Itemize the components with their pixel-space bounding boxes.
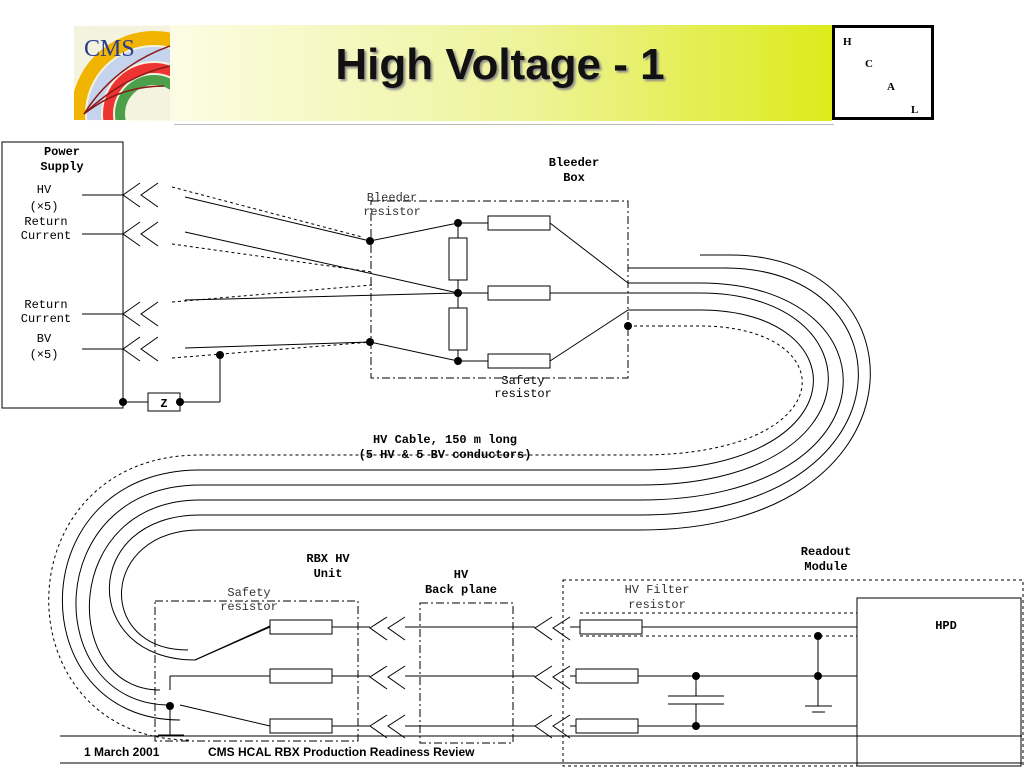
- hv-filter-resistor-3: [575, 718, 639, 734]
- hcal-letter-a: A: [887, 81, 895, 93]
- bleeder-box-label-1: Bleeder: [549, 156, 599, 170]
- safety-resistor-top-1: [487, 215, 551, 231]
- page-title: High Voltage - 1: [335, 40, 665, 89]
- hv-back-plane-box: [419, 602, 514, 744]
- safety-resistor-top-label-1: Safety: [501, 374, 544, 388]
- safety-resistor-bottom-1: [269, 619, 333, 635]
- connector-bv-1: [122, 336, 159, 362]
- return-current-2-line1: Return: [24, 298, 67, 312]
- hv-filter-resistor-2: [575, 668, 639, 684]
- hv-filter-resistor-1: [579, 619, 643, 635]
- rbx-hv-unit-label-1: RBX HV: [306, 552, 350, 566]
- hcal-letter-h: H: [843, 36, 852, 48]
- bleeder-resistor-2: [448, 307, 468, 351]
- bleeder-box-label-2: Box: [563, 171, 585, 185]
- power-supply-label-2: Supply: [40, 160, 83, 174]
- safety-resistor-bottom-label-2: resistor: [220, 600, 278, 614]
- hv-count-label: (×5): [30, 200, 59, 214]
- bleeder-resistor-label-2: resistor: [363, 205, 421, 219]
- hcal-logo: H C A L: [832, 25, 934, 120]
- power-supply-label-1: Power: [44, 145, 80, 159]
- hv-filter-resistor-label-2: resistor: [628, 598, 686, 612]
- rbx-hv-unit-label-2: Unit: [314, 567, 343, 581]
- safety-resistor-top-label-2: resistor: [494, 387, 552, 401]
- logo-text: CMS: [84, 36, 135, 62]
- safety-resistor-bottom-label-1: Safety: [227, 586, 270, 600]
- hcal-letter-l: L: [911, 104, 919, 116]
- return-current-1-line1: Return: [24, 215, 67, 229]
- connector-hv-1: [122, 182, 159, 208]
- bleeder-resistor-label-1: Bleeder: [367, 191, 417, 205]
- safety-resistor-bottom-2: [269, 668, 333, 684]
- readout-module-box: [562, 579, 1024, 767]
- bleeder-box: [370, 200, 629, 379]
- hpd-box: [856, 597, 1022, 767]
- connector-return-1: [122, 221, 159, 247]
- safety-resistor-top-3: [487, 353, 551, 369]
- safety-resistor-top-2: [487, 285, 551, 301]
- safety-resistor-bottom-3: [269, 718, 333, 734]
- hv-filter-resistor-label-1: HV Filter: [625, 583, 690, 597]
- return-current-1-line2: Current: [21, 229, 71, 243]
- title-banner: [72, 25, 832, 121]
- readout-module-label-1: Readout: [801, 545, 851, 559]
- hpd-label: HPD: [935, 619, 957, 633]
- hv-back-plane-label-2: Back plane: [425, 583, 497, 597]
- footer-title: CMS HCAL RBX Production Readiness Review: [208, 745, 475, 759]
- bv-count-label: (×5): [30, 348, 59, 362]
- z-label: Z: [160, 397, 167, 411]
- hv-cable-label-2: (5 HV & 5 BV conductors): [359, 448, 532, 462]
- power-supply-box: [1, 141, 124, 409]
- return-current-2-line2: Current: [21, 312, 71, 326]
- bleeder-resistor-1: [448, 237, 468, 281]
- hcal-letter-c: C: [865, 58, 873, 70]
- hv-label: HV: [37, 183, 52, 197]
- cms-logo: CMS: [74, 26, 170, 120]
- junction-dots: [119, 219, 822, 730]
- rbx-hv-unit-box: [154, 600, 359, 742]
- header-divider: [174, 124, 834, 125]
- hv-cable-label-1: HV Cable, 150 m long: [373, 433, 517, 447]
- footer-date: 1 March 2001: [84, 745, 160, 759]
- connector-return-2: [122, 301, 159, 327]
- readout-module-label-2: Module: [804, 560, 847, 574]
- hv-back-plane-label-1: HV: [454, 568, 469, 582]
- bv-label: BV: [37, 332, 52, 346]
